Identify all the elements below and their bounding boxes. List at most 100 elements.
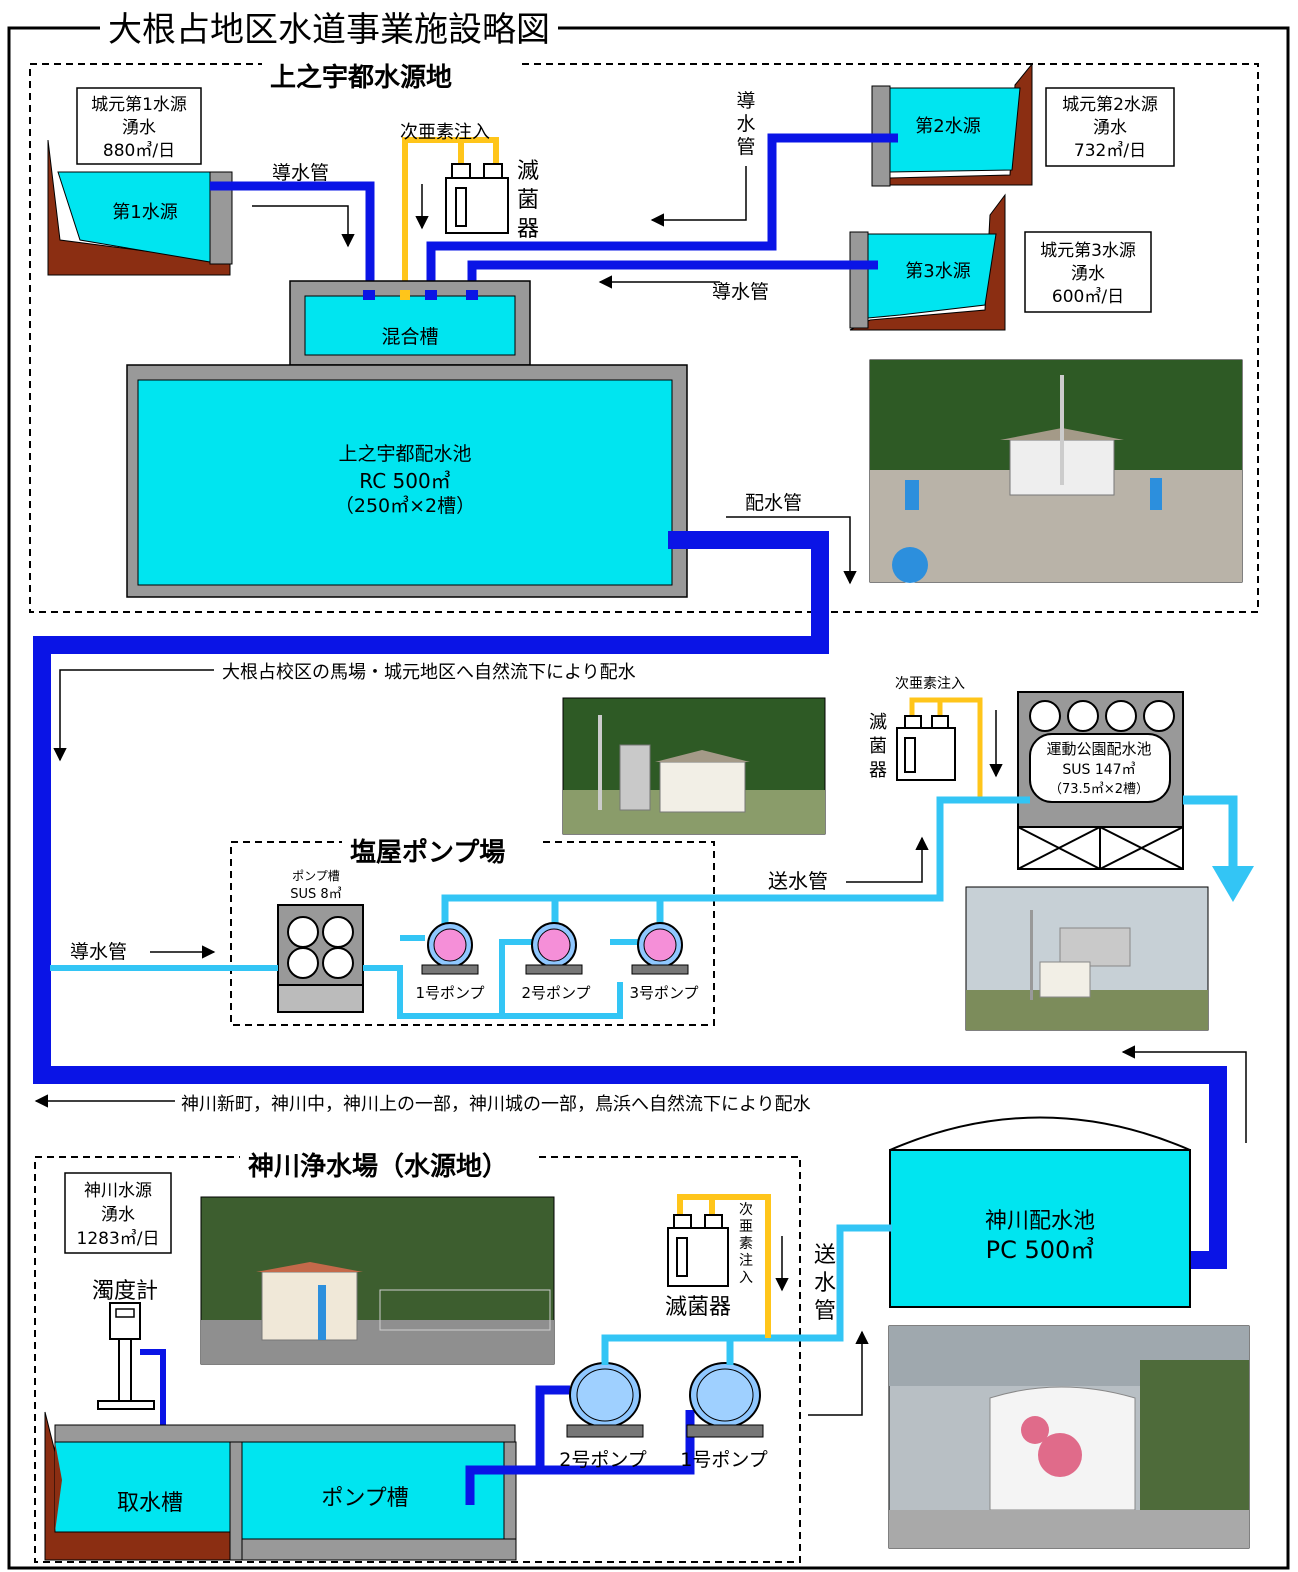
- undokoen-reservoir-line: 運動公園配水池: [1046, 740, 1151, 758]
- chlorine-line-1: [402, 137, 499, 296]
- pump-2: [525, 922, 583, 975]
- chlorine-char: 入: [739, 1270, 753, 1286]
- shioya-intake-label: 導水管: [70, 941, 127, 963]
- pump-label: 1号ポンプ: [415, 984, 484, 1002]
- sterilizer-char: 器: [517, 217, 539, 242]
- chlorine-char: 次: [739, 1202, 753, 1218]
- source1-info-line: 880㎥/日: [103, 141, 175, 161]
- source2-tank: 第2水源: [871, 62, 1033, 187]
- kamikawa-pump-1: [686, 1362, 764, 1438]
- source1-tank: 第1水源: [47, 139, 233, 276]
- svg-text:第2水源: 第2水源: [915, 116, 980, 137]
- distribution-main-pipe: [33, 531, 1227, 1269]
- pump-tank-line: ポンプ槽: [292, 869, 340, 883]
- kamikawa-send-pipe: [601, 1224, 892, 1365]
- source3-info-line: 600㎥/日: [1052, 287, 1124, 307]
- intake-pipe-3: [467, 260, 878, 296]
- mixing-tank-label: 混合槽: [381, 326, 438, 348]
- distribution-pipe-label: 配水管: [745, 492, 802, 514]
- shioya-pump-tank: [277, 904, 364, 1013]
- pump-tank-label: ポンプ槽: [321, 1486, 408, 1511]
- kamikawa-plant-photo: [200, 1196, 555, 1365]
- kamikawa-reservoir: [889, 1116, 1191, 1308]
- sterilizer-char: 器: [869, 760, 887, 781]
- source2-info-box: [1045, 87, 1175, 167]
- outer-frame: [7, 26, 1290, 1570]
- uenouto-title: 上之宇都水源地: [270, 62, 452, 93]
- undokoen-outflow-pipe: [1183, 795, 1238, 872]
- pump-tank-line: SUS 8㎥: [290, 887, 341, 902]
- uenouto-reservoir-line: RC 500㎥: [359, 469, 450, 493]
- intake-pipe-label-1: 導水管: [272, 162, 329, 184]
- chlorine-label-2: 次亜素注入: [895, 676, 965, 692]
- intake-pipe-label-3: 導水管: [712, 281, 769, 303]
- kamikawa-reservoir-line: 神川配水池: [985, 1209, 1095, 1234]
- pump-suction-pipe: [363, 965, 623, 1019]
- chlorine-line-2: [909, 697, 983, 800]
- source3-info-line: 湧水: [1071, 264, 1105, 284]
- pump-3: [631, 922, 689, 975]
- intake-pipe-vertical-char: 導: [736, 90, 755, 112]
- send-pipe-label: 送水管: [768, 869, 828, 893]
- kamikawa-section-box: [34, 1156, 801, 1563]
- chlorine-line-3: [677, 1194, 771, 1338]
- kamikawa-pump-label: 2号ポンプ: [559, 1449, 647, 1471]
- intake-pipe-vertical-char: 管: [736, 136, 755, 158]
- source1-info-line: 湧水: [122, 118, 156, 138]
- source3-info-box: [1024, 231, 1152, 313]
- kamikawa-source-line: 1283㎥/日: [77, 1229, 160, 1249]
- sterilizer-2: [896, 715, 956, 781]
- kamikawa-source-info-box: [64, 1172, 172, 1254]
- kamikawa-source-line: 湧水: [101, 1205, 135, 1225]
- sterilizer-label: 滅菌器: [665, 1295, 731, 1320]
- kamikawa-suction-pipe: [465, 1385, 695, 1505]
- svg-text:第3水源: 第3水源: [905, 261, 970, 282]
- svg-text:第1水源: 第1水源: [112, 202, 177, 223]
- send-pipe-char: 管: [814, 1299, 836, 1324]
- source1-info-line: 城元第1水源: [91, 95, 187, 115]
- intake-tank-label: 取水槽: [117, 1491, 183, 1516]
- undokoen-reservoir-line: （73.5㎥×2槽）: [1049, 782, 1149, 797]
- shioya-title: 塩屋ポンプ場: [350, 837, 505, 868]
- pump-label: 3号ポンプ: [629, 984, 698, 1002]
- uenouto-reservoir-line: （250㎥×2槽）: [335, 495, 475, 517]
- sterilizer-char: 菌: [869, 736, 887, 757]
- kamikawa-reservoir-photo: [888, 1325, 1250, 1549]
- sterilizer-char: 滅: [517, 159, 539, 184]
- chlorine-char: 注: [739, 1253, 753, 1269]
- send-pipe-char: 水: [814, 1271, 836, 1296]
- kamikawa-reservoir-line: PC 500㎥: [986, 1236, 1095, 1264]
- source2-info-line: 城元第2水源: [1062, 95, 1158, 115]
- flow-note-2: 神川新町，神川中，神川上の一部，神川城の一部，鳥浜へ自然流下により配水: [181, 1094, 811, 1115]
- undokoen-reservoir-line: SUS 147㎥: [1062, 762, 1135, 778]
- source1-info-box: [76, 87, 202, 165]
- kamikawa-pump-label: 1号ポンプ: [680, 1449, 768, 1471]
- undokoen-reservoir-photo: [965, 886, 1209, 1031]
- sterilizer-char: 滅: [869, 712, 887, 733]
- flow-note-1: 大根占校区の馬場・城元地区へ自然流下により配水: [222, 662, 636, 683]
- page-title: 大根占地区水道事業施設略図: [100, 2, 558, 51]
- kamikawa-source-line: 神川水源: [84, 1181, 152, 1201]
- sterilizer-1: [445, 163, 509, 234]
- shioya-pump-station-photo: [562, 697, 826, 835]
- chlorine-char: 素: [739, 1236, 753, 1252]
- kamikawa-title: 神川浄水場（水源地）: [248, 1152, 508, 1182]
- turbidity-meter-label: 濁度計: [92, 1279, 158, 1304]
- chlorine-char: 亜: [739, 1219, 753, 1235]
- source3-tank: 第3水源: [849, 193, 1006, 331]
- uenouto-facility-photo: [869, 359, 1243, 583]
- kamikawa-pump-2: [566, 1362, 644, 1438]
- pump-label: 2号ポンプ: [521, 984, 590, 1002]
- intake-pipe-vertical-char: 水: [736, 113, 755, 135]
- source2-info-line: 732㎥/日: [1074, 141, 1146, 161]
- kamikawa-pump-tank: [241, 1441, 517, 1561]
- intake-pipe-2: [426, 133, 898, 296]
- uenouto-reservoir-line: 上之宇都配水池: [338, 443, 471, 465]
- intake-pipe-1: [210, 181, 375, 296]
- undokoen-reservoir: [1017, 691, 1184, 870]
- pump-1: [421, 922, 479, 975]
- uenouto-section-box: [29, 63, 1259, 613]
- source3-info-line: 城元第3水源: [1040, 241, 1136, 261]
- send-pipe-char: 送: [814, 1243, 836, 1268]
